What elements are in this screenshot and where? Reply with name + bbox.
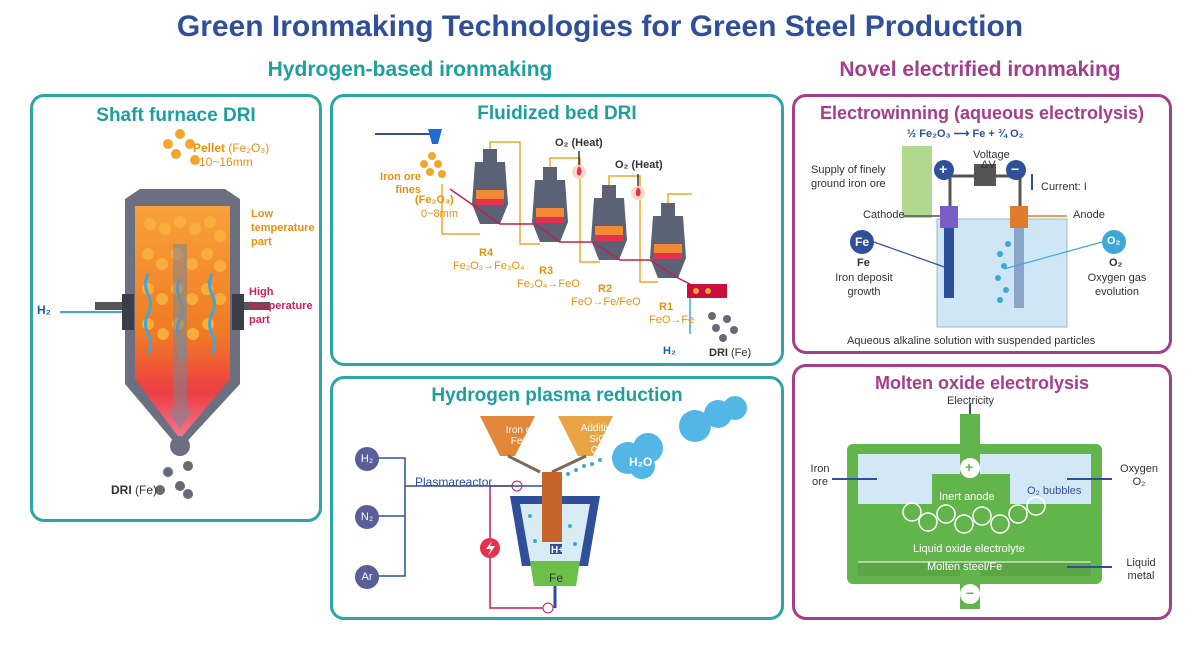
main-title: Green Ironmaking Technologies for Green …: [176, 10, 1024, 43]
reactors: [472, 149, 686, 278]
molten-oxide-panel: Molten oxide electrolysis Electricity Ir…: [792, 364, 1172, 620]
electrowinning-title: Electrowinning (aqueous electrolysis): [819, 103, 1145, 123]
fe-label: Fe: [549, 571, 564, 585]
mo-inert-anode: Inert anode: [939, 491, 995, 503]
gas-n2: N₂: [355, 505, 379, 529]
high-temp-label: High temperature part: [249, 286, 313, 326]
plasmareactor-label: Plasmareactor: [415, 475, 493, 489]
ore-formula: (Fe₂O₃): [415, 194, 454, 206]
pellet-icon: [163, 129, 200, 165]
shaft-dri-formula: (Fe): [135, 483, 158, 497]
mo-o2-bubbles: O₂ bubbles: [1027, 485, 1082, 497]
ew-anode: Anode: [1073, 209, 1105, 221]
shaft-furnace-panel: Shaft furnace DRI: [30, 94, 322, 522]
ew-o2-label: O₂: [1109, 257, 1123, 269]
low-temp-label: Low temperature part: [251, 208, 315, 248]
plus-terminal-icon: [960, 458, 980, 478]
ew-fe-desc: Iron deposit growth: [835, 272, 893, 298]
mo-molten-steel: Molten steel/Fe: [927, 561, 1003, 573]
minus-terminal-icon: [960, 584, 980, 604]
electrowinning-panel: Electrowinning (aqueous electrolysis) ½ …: [792, 94, 1172, 354]
r4-label: R4: [479, 247, 494, 259]
gas-ar: Ar: [355, 565, 379, 589]
plasma-title: Hydrogen plasma reduction: [431, 385, 683, 406]
mo-iron-ore: Iron ore: [810, 463, 830, 488]
shaft-title: Shaft furnace DRI: [96, 105, 256, 126]
ew-plus: +: [939, 161, 948, 177]
shaft-furnace-drawing: [60, 129, 270, 499]
fluid-title: Fluidized bed DRI: [477, 103, 637, 124]
dri-pellets-icon: [155, 461, 193, 499]
ew-solution: Aqueous alkaline solution with suspended…: [847, 335, 1096, 347]
ew-delta-v: ΔV: [981, 159, 996, 171]
ew-minus: −: [1011, 161, 1020, 177]
r1-label: R1: [659, 301, 674, 313]
molten-title: Molten oxide electrolysis: [874, 373, 1090, 393]
fluid-h2-label: H₂: [663, 345, 676, 357]
o2-heat-2: O₂ (Heat): [615, 159, 663, 171]
mo-liquid-metal: Liquid metal: [1126, 557, 1156, 582]
r3-reaction: Fe₃O₄→FeO: [517, 278, 580, 290]
mo-minus: −: [966, 585, 975, 601]
ore-size: 0~8mm: [421, 208, 458, 220]
fluidized-bed-drawing: [375, 129, 738, 342]
ew-cathode: Cathode: [863, 209, 905, 221]
ew-supply: Supply of finely ground iron ore: [811, 164, 886, 190]
iron-ore-fines-label: Iron ore fines: [380, 171, 421, 196]
r4-reaction: Fe₂O₃→Fe₃O₄: [453, 260, 525, 272]
h2o-label: H₂O: [629, 455, 653, 469]
section-electrified: Novel electrified ironmaking: [839, 58, 1121, 81]
ew-o2-desc: Oxygen gas evolution: [1087, 272, 1147, 298]
fluid-dri-formula: (Fe): [731, 347, 752, 359]
r2-reaction: FeO→Fe/FeO: [571, 296, 641, 308]
fluidized-bed-panel: Fluidized bed DRI: [330, 94, 784, 366]
shaft-h2-label: H₂: [37, 303, 51, 317]
ew-o2-badge: O₂: [1107, 235, 1121, 247]
plasma-reactor-drawing: [372, 396, 747, 614]
r3-label: R3: [539, 265, 554, 277]
r2-label: R2: [598, 283, 613, 295]
plasma-iron-ore: Iron ore FeOx: [505, 425, 541, 447]
pellet-size: 10~16mm: [199, 155, 253, 169]
section-hydrogen: Hydrogen-based ironmaking: [267, 58, 553, 81]
r1-reaction: FeO→Fe: [649, 314, 695, 326]
molten-oxide-drawing: [832, 404, 1112, 609]
pellet-formula: (Fe₂O₃): [228, 141, 270, 155]
ew-voltage: Voltage: [973, 149, 1010, 161]
pellet-label: Pellet: [193, 141, 226, 155]
shaft-dri-label: DRI: [111, 483, 132, 497]
plasma-panel: Hydrogen plasma reduction Iron ore FeOx …: [330, 376, 784, 620]
mo-electricity: Electricity: [947, 395, 995, 407]
ew-current: Current: I: [1041, 181, 1087, 193]
ew-reaction: ½ Fe₂O₃ ⟶ Fe + ¾ O₂: [907, 128, 1024, 140]
h2o-cloud-icon: [612, 396, 747, 479]
fluid-dri-label: DRI: [709, 347, 728, 359]
h-plus-label: H+: [551, 545, 565, 556]
ew-fe-badge: Fe: [855, 235, 870, 249]
mo-electrolyte: Liquid oxide electrolyte: [913, 543, 1025, 555]
gas-h2: H₂: [355, 447, 379, 471]
o2-heat-1: O₂ (Heat): [555, 137, 603, 149]
mo-oxygen: Oxygen O₂: [1120, 463, 1158, 488]
plasma-additives: Additives SiO₂/ CaO: [580, 423, 622, 456]
ew-fe-label: Fe: [857, 257, 870, 269]
electrowinning-drawing: [850, 146, 1126, 328]
mo-plus: +: [965, 459, 974, 475]
